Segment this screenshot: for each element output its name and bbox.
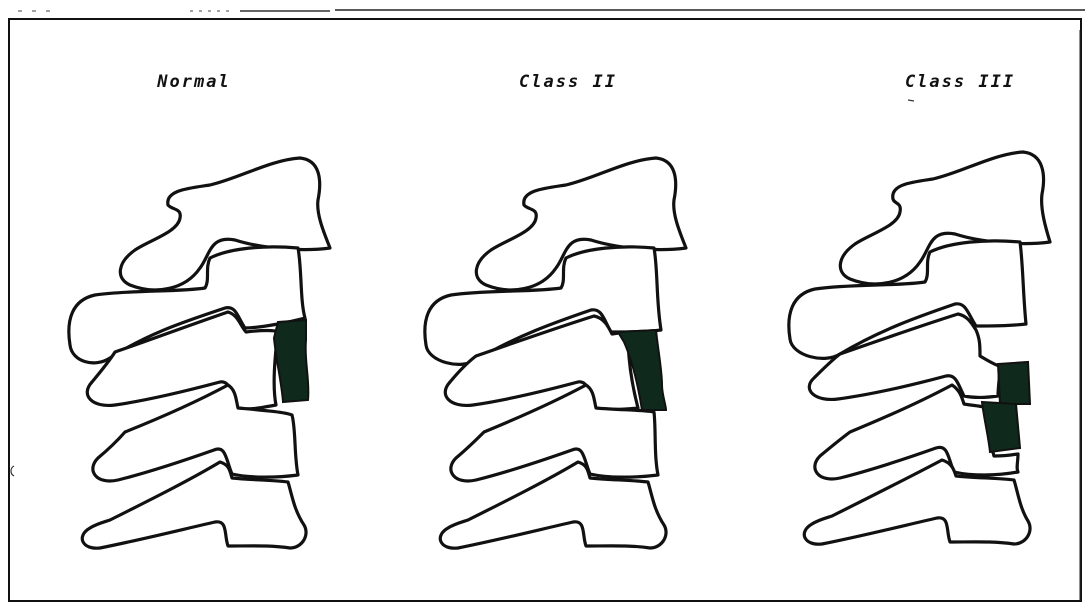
scan-marks (0, 0, 1089, 606)
